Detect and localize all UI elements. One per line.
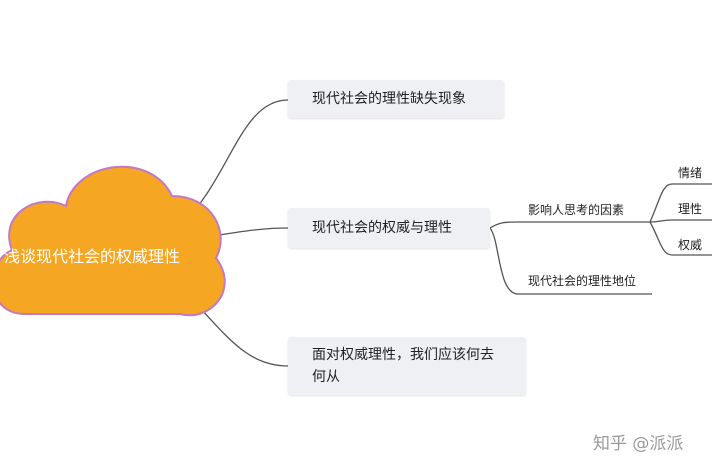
root-topic-label[interactable]: 浅谈现代社会的权威理性 <box>4 247 181 266</box>
leaf-label-emotion[interactable]: 情绪 <box>678 166 703 180</box>
leaf-label-authority[interactable]: 权威 <box>678 238 703 252</box>
zhihu-logo: 知乎 <box>593 434 627 454</box>
branch-label-1: 现代社会的理性缺失现象 <box>312 91 466 107</box>
connector-root-branch-2 <box>211 227 289 237</box>
connector-sub1-leaf-1 <box>649 183 712 223</box>
branch-node-3[interactable]: 面对权威理性，我们应该何去何从 <box>288 337 526 395</box>
branch-label-3: 面对权威理性，我们应该何去何从 <box>312 347 494 385</box>
branch-node-1[interactable]: 现代社会的理性缺失现象 <box>288 80 504 118</box>
branch-label-2: 现代社会的权威与理性 <box>312 220 452 236</box>
leaf-label-reason[interactable]: 理性 <box>678 202 703 216</box>
branch-node-2[interactable]: 现代社会的权威与理性 <box>288 208 490 248</box>
connector-root-branch-3 <box>199 307 289 367</box>
connector-sub1-leaf-2 <box>649 219 712 223</box>
connector-sub1-leaf-3 <box>649 221 712 256</box>
watermark: 知乎 @派派 <box>593 429 683 454</box>
sub-branch-label-1[interactable]: 影响人思考的因素 <box>528 203 625 217</box>
root-cloud-shape <box>0 165 226 317</box>
connector-branch2-sub1 <box>489 221 650 229</box>
connector-branch2-sub2 <box>489 227 652 295</box>
watermark-handle: @派派 <box>632 434 684 454</box>
sub-branch-label-2[interactable]: 现代社会的理性地位 <box>528 274 637 288</box>
